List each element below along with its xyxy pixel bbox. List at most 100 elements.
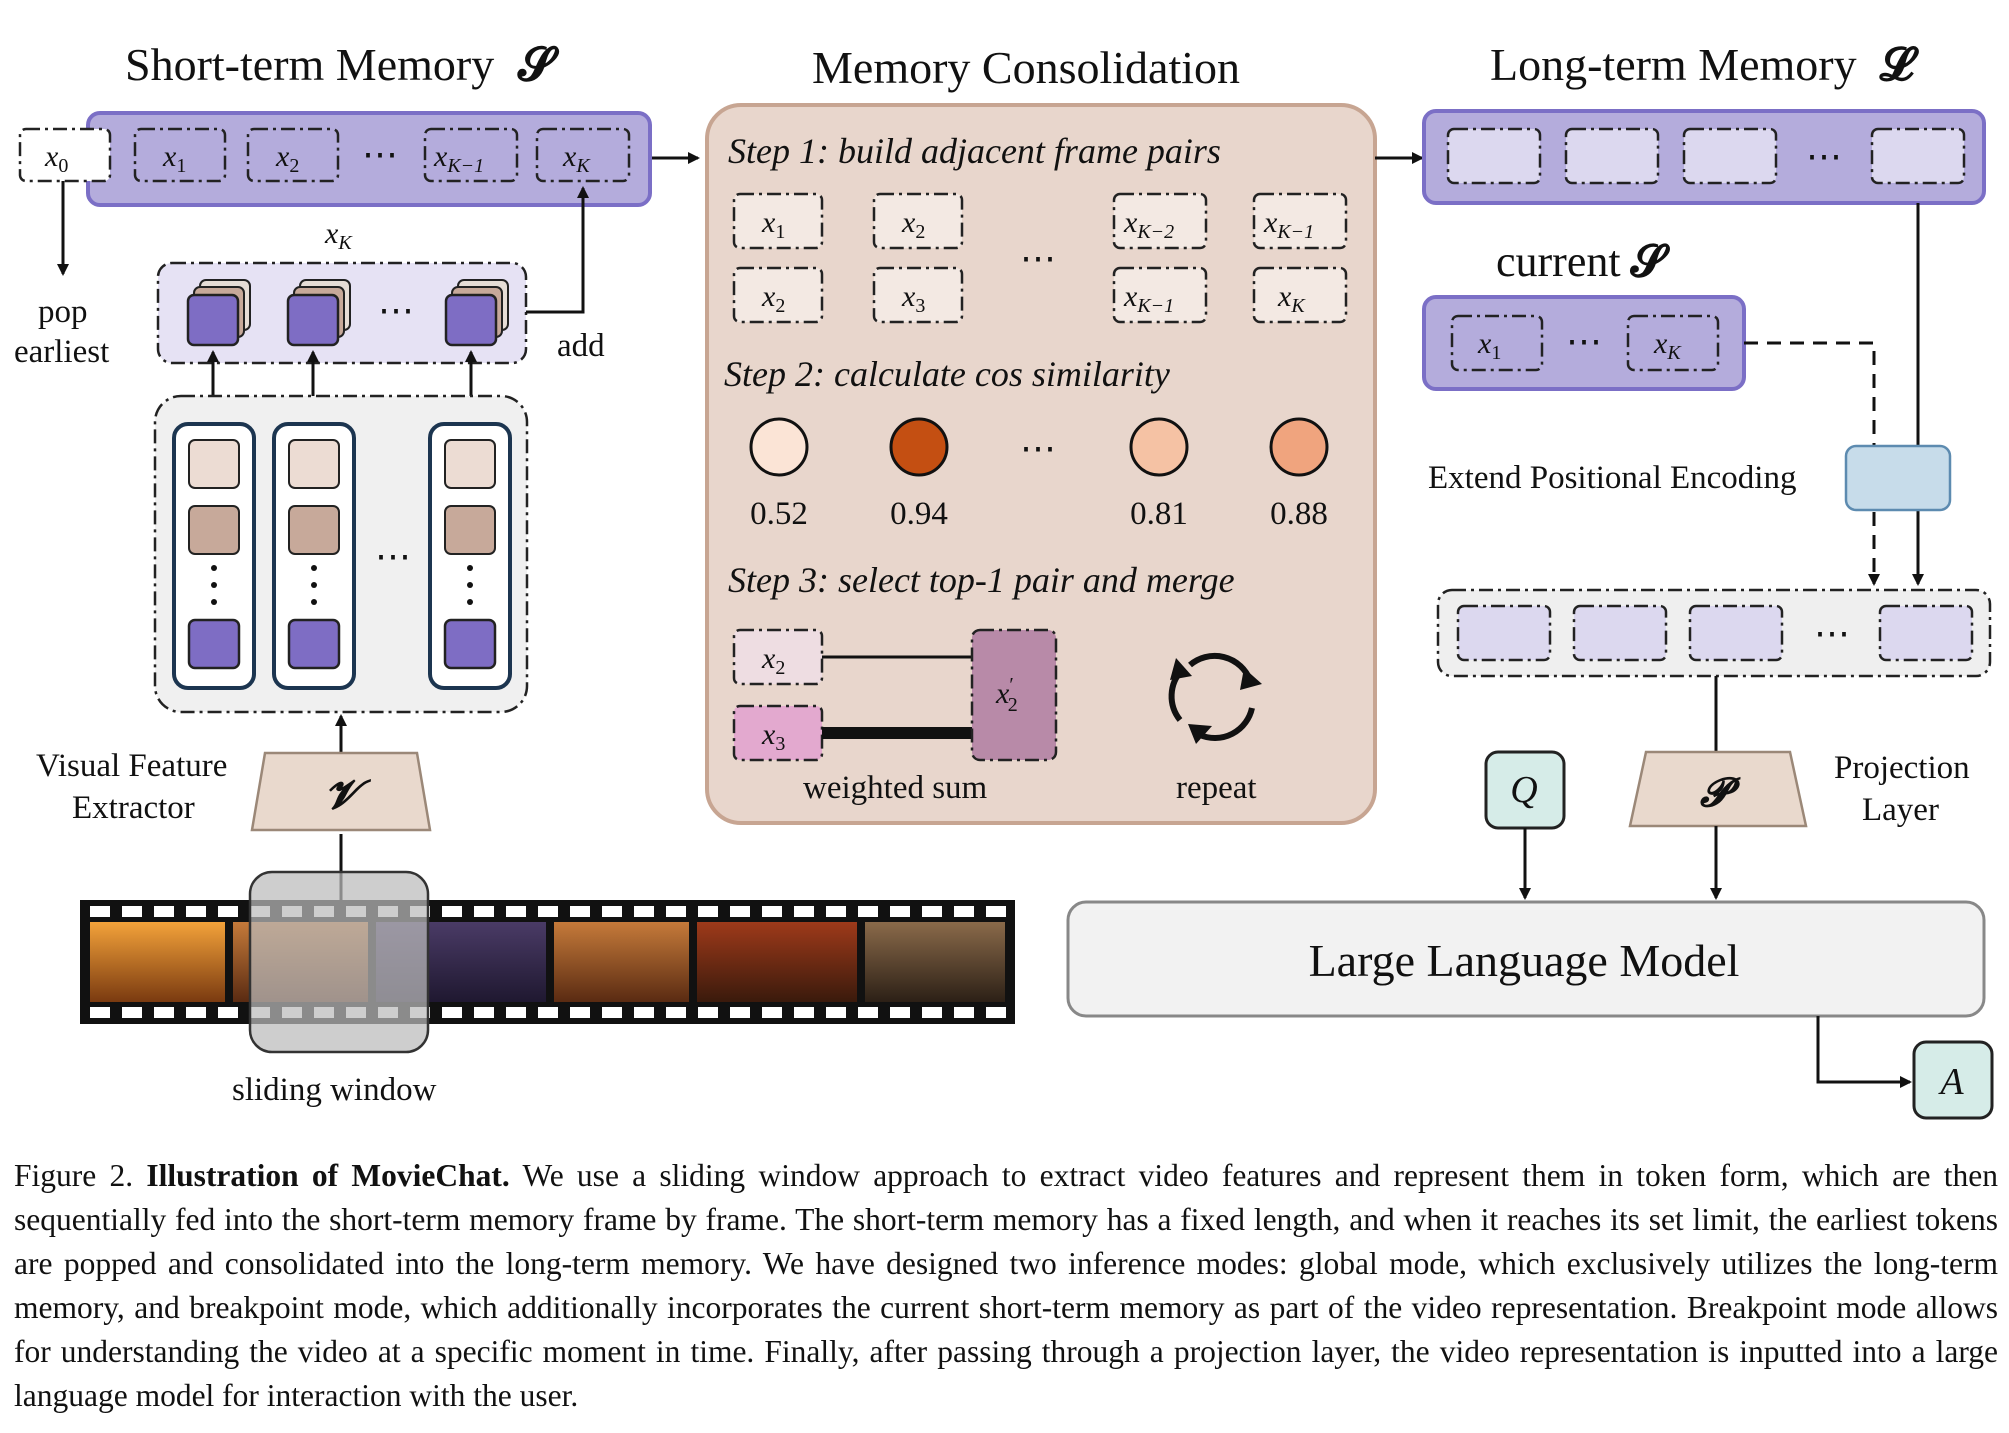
sliding-window [248, 870, 430, 1054]
step-2-label: Step 2: calculate cos similarity [724, 354, 1170, 394]
short-term-ellipsis: ⋯ [362, 134, 398, 174]
long-term-ellipsis: ⋯ [1806, 136, 1842, 176]
svg-text:0.81: 0.81 [1130, 496, 1188, 532]
token-xk [535, 127, 631, 183]
svg-text:x2: x2 [901, 206, 925, 243]
video-rep-slot-2 [1572, 604, 1668, 662]
stacked-token-3 [444, 279, 509, 347]
similarity-4: 0.88 [1269, 417, 1329, 532]
short-term-memory-section: Short-term Memory 𝓢 x0 x1 x2 ⋯ xK−1 xK p… [14, 39, 700, 370]
similarity-3: 0.81 [1129, 417, 1189, 532]
video-frame-4 [554, 922, 689, 1002]
svg-text:xK: xK [562, 140, 591, 177]
large-language-model-block [1066, 900, 1986, 1018]
pop-label: pop [38, 294, 88, 330]
token-x0 [18, 127, 112, 183]
token-xk-minus-1 [423, 127, 519, 183]
short-term-heading: Short-term Memory [125, 39, 494, 90]
extend-pe-label: Extend Positional Encoding [1428, 460, 1796, 496]
consolidation-heading: Memory Consolidation [812, 42, 1240, 93]
q-symbol: Q [1510, 769, 1537, 811]
llm-label: Large Language Model [1309, 935, 1740, 986]
current-token-last [1626, 314, 1720, 372]
similarity-2: 0.94 [889, 417, 949, 532]
long-term-slot-2 [1564, 127, 1660, 185]
video-film-strip: sliding window [80, 870, 1015, 1108]
visual-feature-extractor [250, 751, 432, 832]
similarity-1: 0.52 [749, 417, 809, 532]
stacked-token-1 [186, 279, 251, 347]
feature-column-2 [272, 422, 356, 690]
vfe-label-line2: Extractor [72, 790, 195, 826]
memory-consolidation-section: Memory Consolidation Step 1: build adjac… [705, 42, 1424, 825]
svg-text:x2: x2 [761, 642, 785, 679]
svg-text:0.88: 0.88 [1270, 496, 1328, 532]
long-term-heading: Long-term Memory [1490, 39, 1857, 90]
add-label: add [557, 328, 605, 364]
frame-pair-3: xK−2 xK−1 [1112, 192, 1208, 324]
frame-pair-2: x2 x3 [872, 192, 964, 324]
svg-text:xK−1: xK−1 [1263, 206, 1314, 243]
svg-text:x1: x1 [761, 206, 785, 243]
short-term-symbol: 𝓢 [517, 39, 560, 90]
figure-caption: Figure 2. Illustration of MovieChat. We … [14, 1154, 1998, 1418]
svg-text:x′2: x′2 [995, 674, 1018, 716]
feature-column-3 [428, 422, 512, 690]
feature-column-1 [172, 422, 256, 690]
columns-ellipsis: ⋯ [375, 536, 411, 576]
current-token-first [1450, 314, 1544, 372]
caption-figure-label: Figure 2. [14, 1158, 134, 1193]
stack-ellipsis: ⋯ [378, 290, 414, 330]
weighted-sum-label: weighted sum [803, 770, 988, 806]
similarity-ellipsis: ⋯ [1020, 428, 1056, 468]
svg-text:x1: x1 [162, 140, 186, 177]
token-x2 [246, 127, 340, 183]
svg-text:xK: xK [1277, 280, 1306, 317]
xk-stack-label: xK [324, 217, 353, 254]
long-term-symbol: 𝓛 [1879, 39, 1919, 90]
step-1-label: Step 1: build adjacent frame pairs [728, 131, 1221, 171]
svg-text:0.94: 0.94 [890, 496, 948, 532]
answer-block [1912, 1040, 1994, 1120]
positional-encoding-block [1844, 444, 1952, 512]
video-frame-1 [90, 922, 225, 1002]
step-3-label: Step 3: select top-1 pair and merge [728, 560, 1235, 600]
current-ellipsis: ⋯ [1566, 321, 1602, 361]
long-term-slot-4 [1870, 127, 1966, 185]
video-frame-6 [865, 922, 1005, 1002]
merge-input-x3 [732, 704, 824, 762]
svg-text:x1: x1 [1477, 327, 1501, 364]
repeat-icon [1168, 652, 1262, 744]
svg-text:x3: x3 [761, 718, 785, 755]
svg-text:x2: x2 [275, 140, 299, 177]
svg-text:x0: x0 [44, 140, 68, 177]
token-x1 [133, 127, 227, 183]
projection-label-line1: Projection [1834, 750, 1970, 786]
frame-pair-1: x1 x2 [732, 192, 824, 324]
svg-text:0.52: 0.52 [750, 496, 808, 532]
projection-label-line2: Layer [1862, 792, 1939, 828]
video-rep-slot-3 [1688, 604, 1784, 662]
caption-body: We use a sliding window approach to extr… [14, 1158, 1999, 1413]
svg-text:xK: xK [1653, 327, 1682, 364]
projection-layer [1628, 750, 1808, 828]
svg-text:x3: x3 [901, 280, 925, 317]
video-frame-5 [697, 922, 857, 1002]
add-arrow [526, 186, 589, 314]
video-rep-slot-4 [1878, 604, 1974, 662]
video-rep-ellipsis: ⋯ [1814, 613, 1850, 653]
long-term-slot-1 [1446, 127, 1542, 185]
long-term-slot-3 [1682, 127, 1778, 185]
merge-input-x2 [732, 628, 824, 686]
a-symbol: A [1937, 1061, 1964, 1103]
pairs-ellipsis: ⋯ [1020, 238, 1056, 278]
svg-text:x2: x2 [761, 280, 785, 317]
repeat-label: repeat [1176, 770, 1257, 806]
stacked-token-2 [286, 279, 351, 347]
frame-pair-4: xK−1 xK [1252, 192, 1348, 324]
svg-text:xK−1: xK−1 [433, 140, 484, 177]
merge-illustration: x2 x3 x′2 weighted sum [732, 628, 1058, 806]
